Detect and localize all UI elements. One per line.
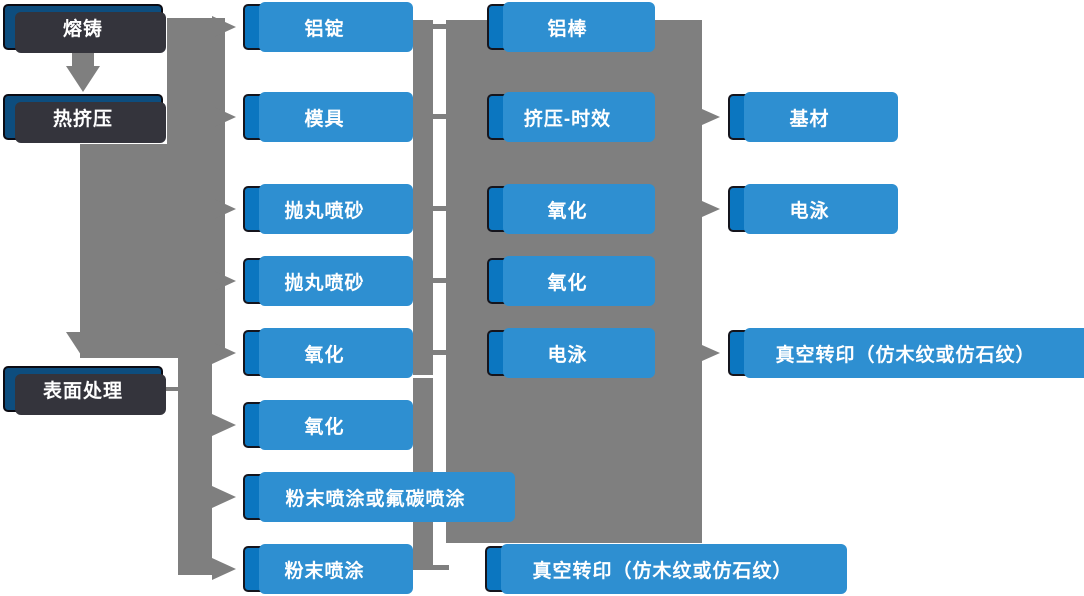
node-hot-extrusion: 热挤压	[3, 94, 166, 143]
node-label: 表面处理	[42, 380, 123, 402]
node-label: 熔铸	[62, 18, 103, 40]
node-electrophoresis-1: 电泳	[487, 328, 655, 378]
node-aluminum-ingot: 铝锭	[243, 2, 413, 52]
node-oxidation-1: 氧化	[243, 328, 413, 378]
connector-surface-treatment-stub	[163, 387, 178, 391]
node-extrusion-aging: 挤压-时效	[487, 92, 655, 142]
connector-tick-row4	[406, 278, 449, 283]
node-label: 电泳	[547, 344, 588, 366]
node-vacuum-transfer-bottom: 真空转印（仿木纹或仿石纹）	[485, 544, 847, 594]
node-vacuum-transfer-right: 真空转印（仿木纹或仿石纹）	[728, 328, 1084, 378]
right-arrow-icon-to-aluminum-ingot	[212, 16, 236, 38]
node-powder-coating: 粉末喷涂	[243, 544, 413, 594]
down-arrow-icon-to-surface-treatment	[66, 332, 100, 358]
right-arrow-icon-to-shot-blasting-1	[212, 198, 236, 220]
node-label: 氧化	[547, 200, 588, 222]
node-label: 氧化	[304, 416, 345, 438]
right-arrow-icon-to-oxidation-2	[212, 414, 236, 436]
node-mold: 模具	[243, 92, 413, 142]
node-electrophoresis-2: 电泳	[728, 184, 898, 234]
node-label: 抛丸喷砂	[284, 272, 365, 294]
node-label: 粉末喷涂或氟碳喷涂	[285, 488, 466, 510]
connector-tick-row5	[406, 350, 449, 355]
node-label: 抛丸喷砂	[284, 200, 365, 222]
right-arrow-icon-to-electrophoresis	[702, 201, 720, 217]
node-label: 铝棒	[547, 18, 588, 40]
right-arrow-icon-to-powder-fluoro	[212, 486, 236, 508]
node-label: 真空转印（仿木纹或仿石纹）	[532, 560, 793, 582]
node-shot-blasting-1: 抛丸喷砂	[243, 184, 413, 234]
node-label: 粉末喷涂	[284, 560, 365, 582]
node-melting: 熔铸	[3, 4, 166, 53]
node-shot-blasting-2: 抛丸喷砂	[243, 256, 413, 306]
connector-tick-row8	[406, 565, 449, 570]
connector-left-bar-bottom	[178, 358, 212, 575]
node-label: 电泳	[789, 200, 830, 222]
node-label: 基材	[789, 108, 830, 130]
connector-tick-row3	[406, 206, 449, 211]
node-powder-or-fluorocarbon: 粉末喷涂或氟碳喷涂	[243, 472, 515, 522]
right-arrow-icon-to-mold	[212, 106, 236, 128]
right-arrow-icon-to-shot-blasting-2	[212, 270, 236, 292]
node-oxidation-2: 氧化	[243, 400, 413, 450]
right-arrow-icon-to-vacuum-transfer	[702, 345, 720, 361]
node-label: 氧化	[547, 272, 588, 294]
node-base-material: 基材	[728, 92, 898, 142]
connector-mid-bar-top	[413, 20, 433, 375]
connector-tick-row2	[406, 114, 449, 119]
node-surface-treatment: 表面处理	[3, 366, 166, 415]
node-label: 真空转印（仿木纹或仿石纹）	[775, 344, 1036, 366]
node-label: 铝锭	[304, 18, 345, 40]
right-arrow-icon-to-powder-coating	[212, 558, 236, 580]
node-oxidation-3: 氧化	[487, 184, 655, 234]
connector-tick-row1	[406, 24, 449, 29]
node-label: 热挤压	[52, 108, 113, 130]
node-label: 模具	[304, 108, 345, 130]
node-label: 氧化	[304, 344, 345, 366]
right-arrow-icon-to-oxidation-1	[212, 342, 236, 364]
down-arrow-icon-melting-to-hotextrusion	[66, 66, 100, 92]
node-label: 挤压-时效	[523, 108, 612, 130]
node-aluminum-rod: 铝棒	[487, 2, 655, 52]
connector-down-stub	[72, 52, 94, 68]
node-oxidation-4: 氧化	[487, 256, 655, 306]
connector-left-block	[80, 144, 225, 358]
right-arrow-icon-to-base-material	[702, 109, 720, 125]
